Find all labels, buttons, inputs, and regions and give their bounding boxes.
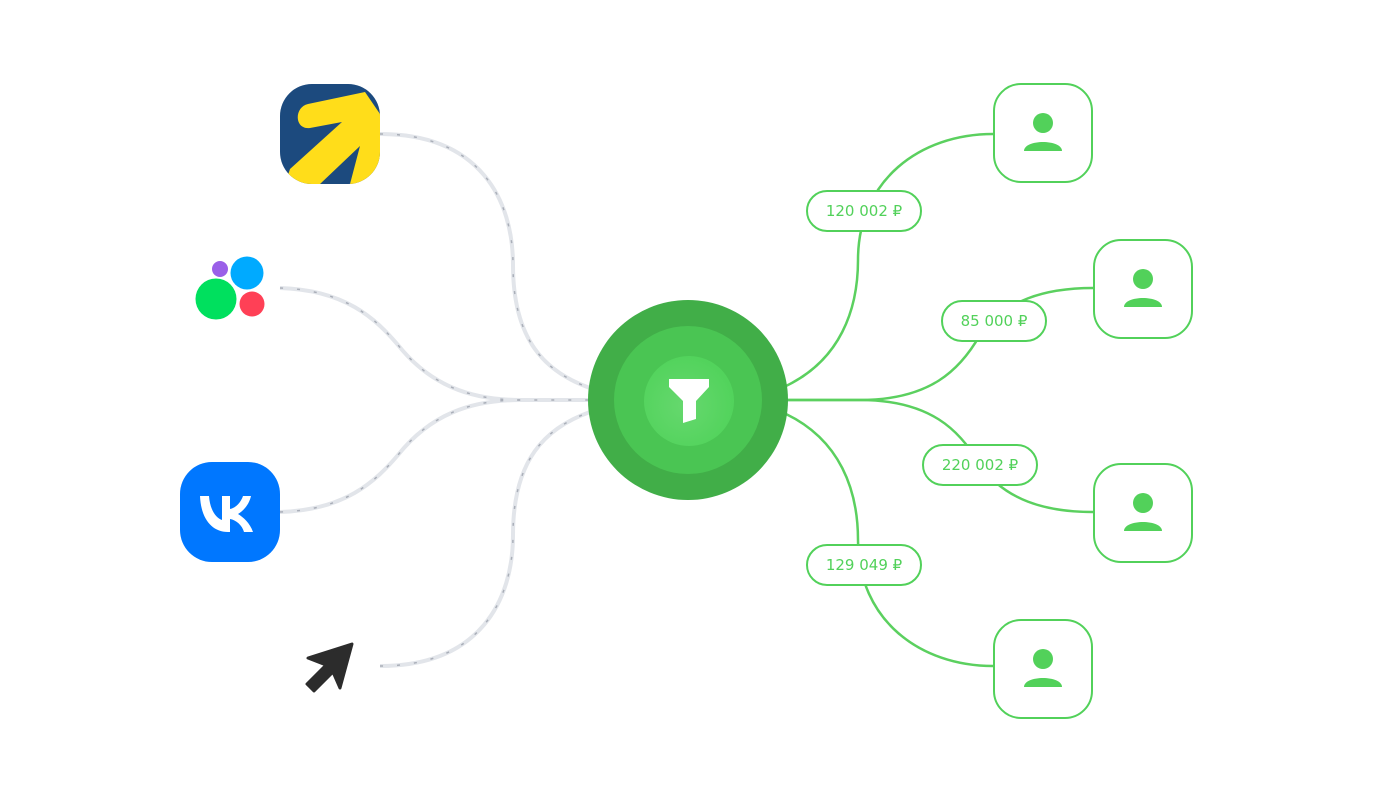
cursor-arrow-icon [302,640,358,696]
connector-circles [279,286,590,402]
user-icon [1124,269,1162,307]
connector-cursor [379,410,591,668]
lead-card-4 [993,619,1093,719]
user-icon [1024,113,1062,151]
lead-amount-4: 129 049 ₽ [806,544,922,586]
connector-yandex [379,132,591,390]
yandex-direct-logo-icon [280,84,380,184]
user-icon [1124,493,1162,531]
lead-amount-3: 220 002 ₽ [922,444,1038,486]
lead-amount-2: 85 000 ₽ [941,300,1047,342]
lead-card-2 [1093,239,1193,339]
vk-logo-icon [180,462,280,562]
user-icon [1024,649,1062,687]
lead-card-1 [993,83,1093,183]
connector-lead-2 [786,286,1094,402]
filter-funnel-icon [669,379,709,423]
colored-circles-logo-icon [195,256,265,320]
lead-amount-1: 120 002 ₽ [806,190,922,232]
filter-hub [588,300,788,500]
lead-card-3 [1093,463,1193,563]
source-connectors [279,132,591,668]
connector-lead-1 [785,132,994,388]
connector-vk [279,398,521,514]
